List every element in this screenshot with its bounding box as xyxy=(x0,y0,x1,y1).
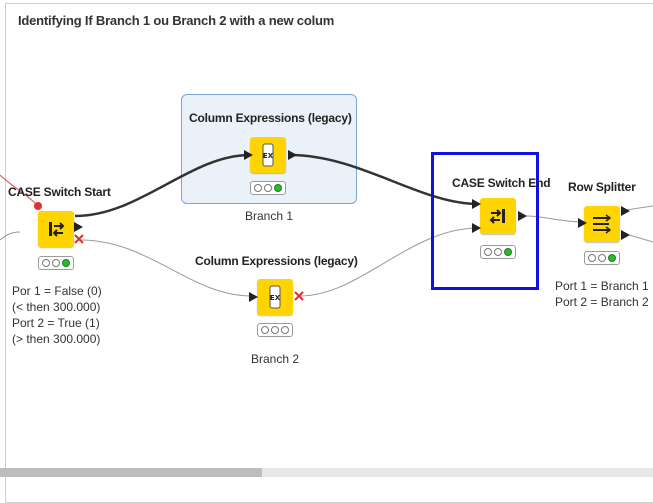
description-line: Port 2 = Branch 2 xyxy=(555,295,649,309)
case-switch-start-description: Por 1 = False (0) (< then 300.000) Port … xyxy=(12,283,102,347)
column-expressions-1-status xyxy=(250,181,286,195)
status-light xyxy=(261,326,269,334)
output-port-icon[interactable] xyxy=(287,148,301,162)
output-port-icon[interactable] xyxy=(517,209,531,223)
row-splitter-status xyxy=(584,251,620,265)
status-light xyxy=(254,184,262,192)
status-light xyxy=(42,259,50,267)
column-expressions-2-status xyxy=(257,323,293,337)
input-port-icon[interactable] xyxy=(248,290,262,304)
output-port-icon[interactable] xyxy=(73,220,89,236)
status-light xyxy=(484,248,492,256)
input-port-icon[interactable] xyxy=(577,216,591,230)
case-switch-start-status xyxy=(38,256,74,270)
status-light xyxy=(504,248,512,256)
description-line: Port 1 = Branch 1 xyxy=(555,279,649,293)
row-splitter-name[interactable]: Row Splitter xyxy=(568,180,636,194)
status-light xyxy=(274,184,282,192)
svg-text:EX: EX xyxy=(270,294,281,302)
description-line: (< then 300.000) xyxy=(12,300,101,314)
column-expressions-1-node[interactable]: EX xyxy=(250,137,286,173)
case-switch-end-name[interactable]: CASE Switch End xyxy=(452,176,551,190)
column-expressions-2-node[interactable]: EX xyxy=(257,279,293,315)
status-light xyxy=(62,259,70,267)
input-port-icon[interactable] xyxy=(471,197,485,211)
workflow-title: Identifying If Branch 1 ou Branch 2 with… xyxy=(18,13,335,28)
row-splitter-description: Port 1 = Branch 1 Port 2 = Branch 2 xyxy=(555,278,649,310)
selection-highlight xyxy=(431,152,539,290)
case-switch-start-name[interactable]: CASE Switch Start xyxy=(8,185,111,199)
output-port-icon[interactable] xyxy=(620,228,634,242)
status-light xyxy=(271,326,279,334)
column-expressions-1-name[interactable]: Column Expressions (legacy) xyxy=(189,111,352,125)
status-light xyxy=(608,254,616,262)
case-switch-end-icon xyxy=(489,209,505,224)
status-light xyxy=(494,248,502,256)
column-expressions-2-description: Branch 2 xyxy=(251,352,300,366)
status-light xyxy=(598,254,606,262)
status-light xyxy=(281,326,289,334)
inactive-port-icon[interactable] xyxy=(293,290,307,304)
description-line: Port 2 = True (1) xyxy=(12,316,100,330)
status-light xyxy=(52,259,60,267)
input-port-icon[interactable] xyxy=(243,148,257,162)
row-splitter-node[interactable] xyxy=(584,206,620,242)
scrollbar-thumb[interactable] xyxy=(0,468,262,477)
case-switch-start-node[interactable] xyxy=(38,211,74,247)
case-switch-end-node[interactable] xyxy=(480,198,516,234)
column-expressions-icon: EX xyxy=(262,143,274,167)
inactive-port-icon[interactable] xyxy=(73,233,87,247)
column-expressions-1-description: Branch 1 xyxy=(245,209,294,223)
column-expressions-2-name[interactable]: Column Expressions (legacy) xyxy=(195,254,358,268)
status-light xyxy=(264,184,272,192)
status-light xyxy=(588,254,596,262)
description-line: (> then 300.000) xyxy=(12,332,101,346)
case-switch-start-icon xyxy=(49,222,65,237)
workflow-frame xyxy=(5,3,653,503)
case-switch-end-status xyxy=(480,245,516,259)
row-splitter-icon xyxy=(593,214,612,234)
description-line: Por 1 = False (0) xyxy=(12,284,102,298)
horizontal-scrollbar[interactable] xyxy=(0,468,653,477)
svg-text:EX: EX xyxy=(263,152,274,160)
column-expressions-icon: EX xyxy=(269,285,281,309)
input-port-icon[interactable] xyxy=(471,221,485,235)
output-port-icon[interactable] xyxy=(620,204,634,218)
